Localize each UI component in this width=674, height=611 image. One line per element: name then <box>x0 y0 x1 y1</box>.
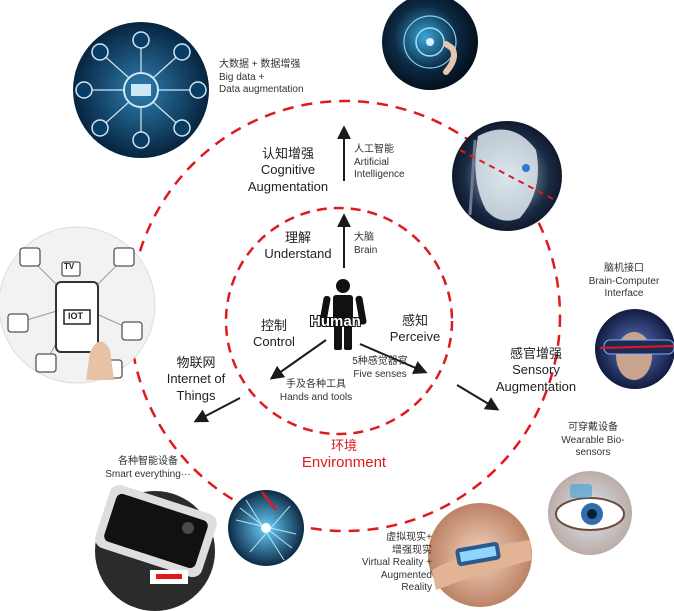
bigdata-label-en2: Data augmentation <box>219 84 304 95</box>
sensory-augmentation-label: 感官增强 Sensory Augmentation <box>486 346 586 395</box>
touch-interface-icon <box>382 0 478 90</box>
ai-label: 人工智能 Artificial Intelligence <box>354 144 405 182</box>
ai-en1: Artificial <box>354 156 390 168</box>
ai-zh: 人工智能 <box>354 144 394 155</box>
brain-label: 大脑 Brain <box>354 232 377 257</box>
wearable-en2: sensors <box>575 447 611 458</box>
cognitive-en1: Cognitive <box>260 162 316 178</box>
vr-en3: Reality <box>401 582 432 593</box>
brain-en: Brain <box>354 244 378 256</box>
wearable-zh: 可穿戴设备 <box>568 422 618 433</box>
vr-en2: Augmented <box>380 569 432 581</box>
vr-glasses-person-icon <box>595 309 674 389</box>
smart-everything-label: 各种智能设备 Smart everything··· <box>98 456 198 481</box>
vr-zh2: 增强现实 <box>392 544 432 556</box>
five-senses-label: 5种感觉器官 Five senses <box>345 356 415 381</box>
vr-en1: Virtual Reality + <box>361 557 432 568</box>
data-network-icon <box>73 22 209 158</box>
iot-tv-tag: TV <box>64 262 75 271</box>
fiber-optic-icon <box>228 490 304 566</box>
understand-en: Understand <box>264 246 332 262</box>
control-en: Control <box>253 334 295 350</box>
bigdata-label: 大数据 + 数据增强 Big data + Data augmentation <box>219 59 304 97</box>
environment-zh: 环境 <box>330 438 357 453</box>
bci-en1: Brain-Computer <box>588 275 660 287</box>
environment-en: Environment <box>301 454 387 472</box>
arrow-control <box>269 339 327 380</box>
iot-en1: Internet of <box>166 371 226 387</box>
iot-zh: 物联网 <box>176 355 216 370</box>
control-zh: 控制 <box>260 318 287 333</box>
smart-zh: 各种智能设备 <box>118 456 178 467</box>
senses-zh: 5种感觉器官 <box>352 356 408 367</box>
environment-label: 环境 Environment <box>286 438 402 473</box>
hands-zh: 手及各种工具 <box>286 379 346 390</box>
smart-en1: Smart everything··· <box>105 468 191 480</box>
arrow-perceive <box>359 343 428 374</box>
understand-zh: 理解 <box>284 230 311 245</box>
brain-zh: 大脑 <box>354 232 374 243</box>
wearable-label: 可穿戴设备 Wearable Bio- sensors <box>548 422 638 460</box>
perceive-label: 感知 Perceive <box>382 313 448 346</box>
iot-en2: Things <box>176 387 216 403</box>
bci-en2: Interface <box>604 288 644 299</box>
senses-en: Five senses <box>353 368 407 380</box>
ai-en2: Intelligence <box>354 169 405 180</box>
hands-en: Hands and tools <box>279 391 353 403</box>
perceive-en: Perceive <box>389 329 441 345</box>
bigdata-label-zh: 大数据 + 数据增强 <box>219 59 301 70</box>
hands-tools-label: 手及各种工具 Hands and tools <box>274 379 358 404</box>
sensory-en2: Augmentation <box>495 378 577 394</box>
sensory-zh: 感官增强 <box>509 346 562 361</box>
cognitive-en2: Augmentation <box>247 178 329 194</box>
perceive-zh: 感知 <box>401 313 428 328</box>
vr-zh1: 虚拟现实+ <box>386 532 432 543</box>
understand-label: 理解 Understand <box>258 230 338 263</box>
eye-lens-icon <box>548 471 632 555</box>
inner-dashed-ring <box>224 206 454 436</box>
iot-phone-icon <box>0 226 156 384</box>
arrow-to-sensory <box>456 384 500 411</box>
human-label: Human <box>310 313 361 330</box>
bci-label: 脑机接口 Brain-Computer Interface <box>582 263 666 301</box>
cognitive-zh: 认知增强 <box>261 146 314 161</box>
human-figure-icon <box>319 279 367 350</box>
sensory-en1: Sensory <box>512 362 560 378</box>
vr-ar-label: 虚拟现实+ 增强现实 Virtual Reality + Augmented R… <box>340 532 432 595</box>
iot-phone-tag: IOT <box>68 311 83 321</box>
bigdata-label-en1: Big data + <box>219 71 265 83</box>
robot-head-icon <box>452 121 562 231</box>
control-label: 控制 Control <box>244 318 304 351</box>
bci-zh: 脑机接口 <box>604 263 644 274</box>
smartphone-device-icon <box>95 484 217 611</box>
iot-label: 物联网 Internet of Things <box>156 355 236 404</box>
wearable-en1: Wearable Bio- <box>561 434 625 446</box>
cognitive-augmentation-label: 认知增强 Cognitive Augmentation <box>240 146 336 195</box>
arm-display-icon <box>428 503 532 607</box>
arrow-to-iot <box>193 397 241 423</box>
